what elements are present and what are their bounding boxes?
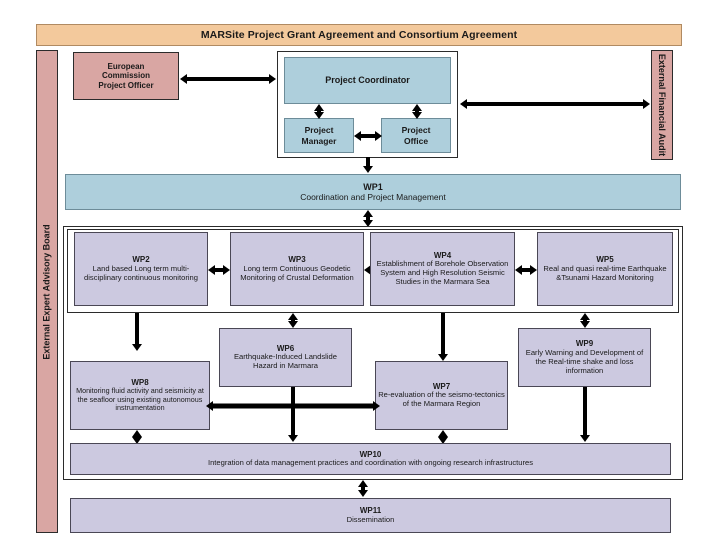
wp2-box: WP2 Land based Long term multi-disciplin…	[74, 232, 208, 306]
arrow-coordinator-to-wp1	[362, 157, 373, 173]
left-sidebar-label: External Expert Advisory Board	[42, 223, 52, 360]
arrow-wp8-to-wp10	[131, 430, 142, 444]
wp5-title: Real and quasi real-time Earthquake &Tsu…	[543, 263, 667, 282]
wp7-box: WP7 Re-evaluation of the seismo-tectonic…	[375, 361, 508, 430]
wp5-code: WP5	[596, 255, 614, 265]
sidebar-external-financial-audit: External Financial Audit	[651, 50, 673, 160]
ec-line-1: European	[107, 61, 145, 71]
project-office-box: Project Office	[381, 118, 451, 153]
wp2-code: WP2	[132, 255, 150, 265]
arrow-coordinator-to-manager	[313, 104, 324, 119]
project-manager-line-1: Project	[304, 125, 334, 136]
wp9-title: Early Warning and Development of the Rea…	[525, 347, 644, 375]
wp10-box: WP10 Integration of data management prac…	[70, 443, 671, 475]
arrow-wp3-to-wp6	[287, 313, 298, 328]
arrow-coordinator-to-office	[411, 104, 422, 119]
arrow-coordinator-to-financial-audit	[460, 98, 650, 109]
wp11-box: WP11 Dissemination	[70, 498, 671, 533]
arrow-wp4-to-wp7	[437, 313, 448, 361]
arrow-ec-to-coordinator	[180, 73, 276, 84]
wp8-box: WP8 Monitoring fluid activity and seismi…	[70, 361, 210, 430]
wp11-title: Dissemination	[346, 514, 395, 524]
wp8-title: Monitoring fluid activity and seismicity…	[76, 386, 204, 413]
wp8-code: WP8	[131, 378, 149, 388]
sidebar-external-expert-advisory-board: External Expert Advisory Board	[36, 50, 58, 533]
wp1-code: WP1	[363, 181, 383, 192]
wp10-title: Integration of data management practices…	[207, 458, 534, 468]
wp9-code: WP9	[575, 339, 594, 349]
wp5-box: WP5 Real and quasi real-time Earthquake …	[537, 232, 673, 306]
wp7-code: WP7	[432, 381, 451, 391]
wp1-box: WP1 Coordination and Project Management	[65, 174, 681, 210]
wp11-code: WP11	[359, 506, 382, 516]
arrow-wp9-to-wp10	[579, 387, 590, 442]
wp4-title: Establishment of Borehole Observation Sy…	[376, 259, 509, 287]
wp10-code: WP10	[359, 449, 382, 459]
wp3-code: WP3	[288, 255, 306, 265]
project-office-line-2: Office	[403, 135, 429, 146]
project-manager-box: Project Manager	[284, 118, 354, 153]
wp7-title: Re-evaluation of the seismo-tectonics of…	[378, 390, 505, 409]
header-banner-label: MARSite Project Grant Agreement and Cons…	[200, 28, 518, 41]
header-banner: MARSite Project Grant Agreement and Cons…	[36, 24, 682, 46]
wp6-code: WP6	[276, 343, 295, 353]
arrow-wp7-to-wp10	[437, 430, 448, 444]
wp3-title: Long term Continuous Geodetic Monitoring…	[240, 263, 354, 282]
wp4-box: WP4 Establishment of Borehole Observatio…	[370, 232, 515, 306]
ec-line-3: Project Officer	[98, 80, 154, 90]
wp2-title: Land based Long term multi-disciplinary …	[84, 263, 198, 282]
wp1-title: Coordination and Project Management	[300, 192, 446, 203]
wp6-box: WP6 Earthquake-Induced Landslide Hazard …	[219, 328, 352, 387]
project-coordinator-label: Project Coordinator	[325, 75, 410, 86]
project-manager-line-2: Manager	[301, 135, 337, 146]
arrow-wp6-to-wp10	[287, 387, 298, 442]
wp9-box: WP9 Early Warning and Development of the…	[518, 328, 651, 387]
workpackage-row-frame	[67, 229, 679, 313]
arrow-wp4-to-wp5	[515, 264, 537, 275]
project-coordinator-box: Project Coordinator	[284, 57, 451, 104]
ec-line-2: Commission	[101, 71, 150, 81]
wp6-title: Earthquake-Induced Landslide Hazard in M…	[233, 352, 337, 371]
workpackage-group-frame	[63, 226, 683, 480]
right-sidebar-label: External Financial Audit	[657, 53, 667, 157]
arrow-wp5-to-wp9	[579, 313, 590, 328]
arrow-wp2-to-wp3	[208, 264, 230, 275]
wp3-box: WP3 Long term Continuous Geodetic Monito…	[230, 232, 364, 306]
project-office-line-1: Project	[401, 125, 431, 136]
arrow-wp10-to-wp11	[357, 480, 368, 497]
european-commission-project-officer-box: European Commission Project Officer	[73, 52, 179, 100]
arrow-wp2-to-wp8	[131, 313, 142, 351]
arrow-wp1-to-wpgroup	[362, 210, 373, 227]
wp4-code: WP4	[433, 250, 452, 260]
arrow-manager-to-office	[354, 130, 382, 141]
